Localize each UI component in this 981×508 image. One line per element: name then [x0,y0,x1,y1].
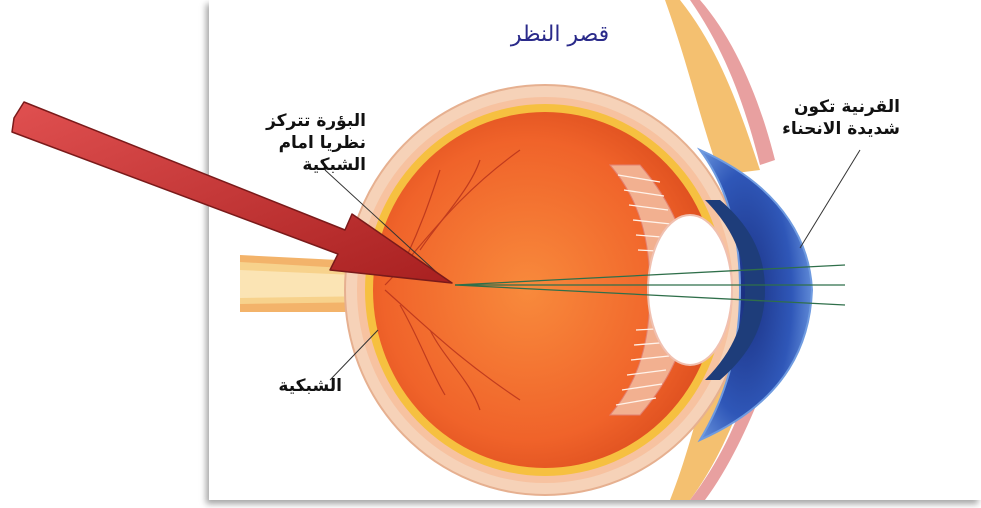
cornea-label-line-2: شديدة الانحناء [700,118,900,140]
focus-label-line-2: نظريا امام [226,132,366,154]
lens [648,215,732,365]
focus-label-line-3: الشبكية [226,154,366,176]
cornea-label-line-1: القرنية تكون [700,96,900,118]
diagram-title: قصر النظر [480,22,640,47]
focus-label: البؤرة تتركز نظريا امام الشبكية [226,110,366,176]
cornea-label: القرنية تكون شديدة الانحناء [700,96,900,140]
focus-label-line-1: البؤرة تتركز [226,110,366,132]
retina-label: الشبكية [232,375,342,397]
